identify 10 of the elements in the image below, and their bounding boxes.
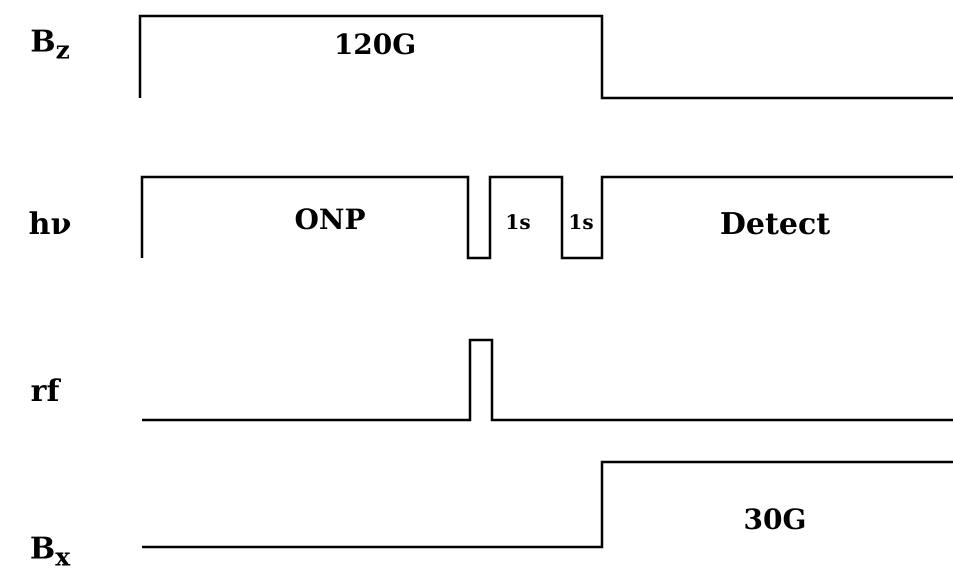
signal-name: B$_{x}$ xyxy=(30,534,70,570)
pulse-label: 1s xyxy=(568,212,594,232)
pulse-label: Detect xyxy=(720,210,830,240)
signal-name: B$_{z}$ xyxy=(30,28,70,62)
pulse-label: ONP xyxy=(294,206,366,234)
signal-name: hν xyxy=(28,210,72,240)
pulse-label: 120G xyxy=(334,31,416,59)
pulse-label: 1s xyxy=(505,212,531,232)
pulse-label: 30G xyxy=(744,506,806,534)
signal-name: rf xyxy=(30,377,60,407)
